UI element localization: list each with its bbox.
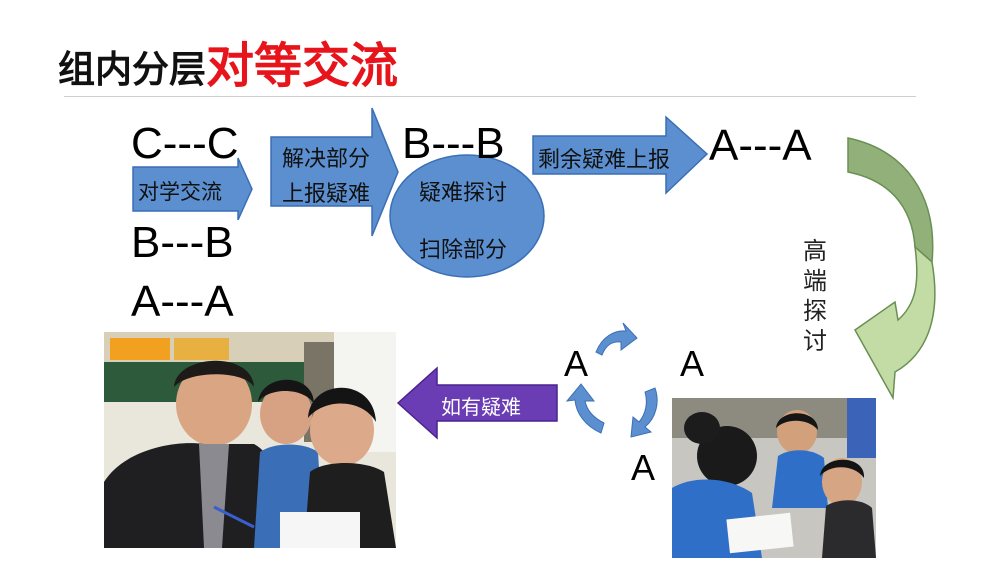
cycle-a-right: A bbox=[680, 343, 705, 384]
high-level-discussion-label: 高 端 探 讨 bbox=[800, 236, 830, 356]
title-part2: 对等交流 bbox=[206, 38, 399, 94]
ellipse-label-1: 疑难探讨 bbox=[419, 181, 508, 206]
vertical-char: 讨 bbox=[803, 327, 827, 355]
level-b-pair-mid: B---B bbox=[402, 119, 505, 168]
solve-part-label-2: 上报疑难 bbox=[282, 182, 371, 207]
ellipse-label-2: 扫除部分 bbox=[419, 238, 508, 263]
if-doubt-label: 如有疑难 bbox=[441, 395, 521, 419]
cycle-arrow-right bbox=[630, 387, 658, 438]
title-part1: 组内分层 bbox=[58, 48, 206, 91]
discussion-ellipse bbox=[389, 154, 545, 278]
if-doubt-arrow bbox=[396, 366, 558, 440]
vertical-char: 探 bbox=[803, 297, 827, 325]
page-title: 组内分层对等交流 bbox=[58, 26, 398, 94]
cycle-arrow-top bbox=[595, 322, 638, 356]
high-level-curved-arrow bbox=[847, 137, 934, 264]
level-c-pair: C---C bbox=[131, 119, 239, 168]
vertical-char: 端 bbox=[803, 267, 827, 295]
students-discussion-photo bbox=[672, 398, 876, 558]
peer-exchange-label: 对学交流 bbox=[138, 180, 222, 204]
cycle-arrow-left bbox=[565, 383, 605, 434]
vertical-char: 高 bbox=[803, 237, 827, 265]
teacher-students-photo bbox=[104, 332, 396, 548]
level-a-pair-top: A---A bbox=[709, 121, 812, 170]
level-a-pair: A---A bbox=[131, 277, 234, 326]
cycle-a-left: A bbox=[564, 343, 589, 384]
solve-part-label-1: 解决部分 bbox=[282, 147, 371, 172]
high-level-curved-arrow-head bbox=[854, 245, 936, 401]
title-divider bbox=[64, 96, 916, 97]
peer-exchange-arrow bbox=[132, 157, 253, 221]
level-b-pair: B---B bbox=[131, 218, 234, 267]
report-remaining-label: 剩余疑难上报 bbox=[538, 148, 671, 173]
report-remaining-arrow bbox=[532, 115, 709, 195]
solve-part-arrow bbox=[270, 107, 399, 237]
cycle-a-bottom: A bbox=[631, 447, 656, 488]
